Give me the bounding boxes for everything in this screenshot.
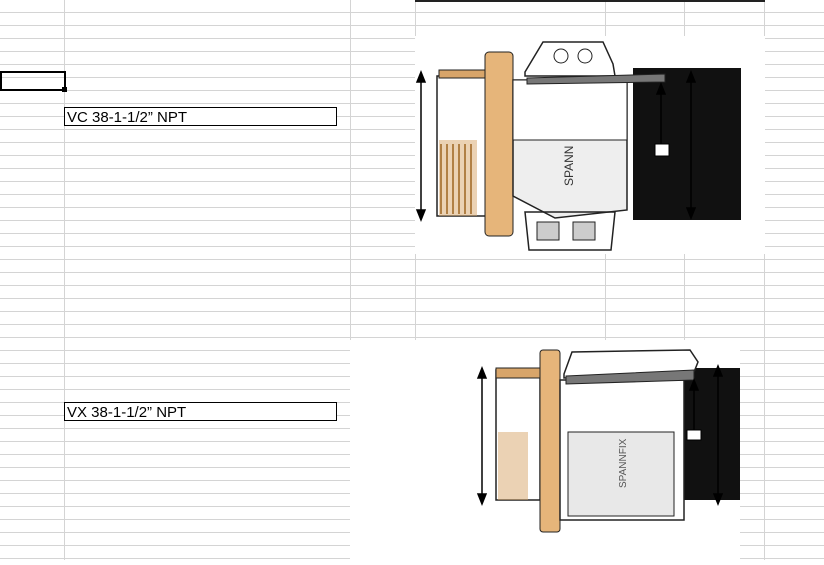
row-label-vx[interactable]: VX 38-1-1/2” NPT — [64, 402, 337, 421]
column-divider — [64, 0, 65, 560]
bolt — [572, 221, 596, 241]
thread-top — [495, 367, 541, 379]
coupling-diagram-vc: SPANN — [415, 36, 765, 254]
dimension-arrows — [476, 363, 724, 507]
brand-text: SPANNFIX — [618, 438, 629, 488]
hose — [633, 68, 741, 220]
column-divider — [605, 0, 606, 560]
clamp-band — [526, 73, 666, 85]
cell-border-top — [415, 0, 765, 2]
hex-nut — [484, 51, 514, 237]
coupling-upper — [512, 79, 628, 141]
thread-section — [439, 140, 477, 216]
thread-section — [498, 432, 528, 500]
column-divider — [415, 0, 416, 560]
brand-text: SPANN — [562, 146, 576, 186]
clamp — [524, 41, 616, 77]
row-label-vc[interactable]: VC 38-1-1/2” NPT — [64, 107, 337, 126]
coupling-diagram-vx: SPANNFIX — [350, 340, 740, 560]
coupling-lower — [567, 431, 675, 517]
bolt — [536, 221, 560, 241]
fill-handle[interactable] — [62, 87, 67, 92]
selected-cell[interactable] — [0, 71, 66, 91]
hex-nut — [539, 349, 561, 533]
column-divider — [684, 0, 685, 560]
column-divider — [350, 0, 351, 560]
column-divider — [764, 0, 765, 560]
